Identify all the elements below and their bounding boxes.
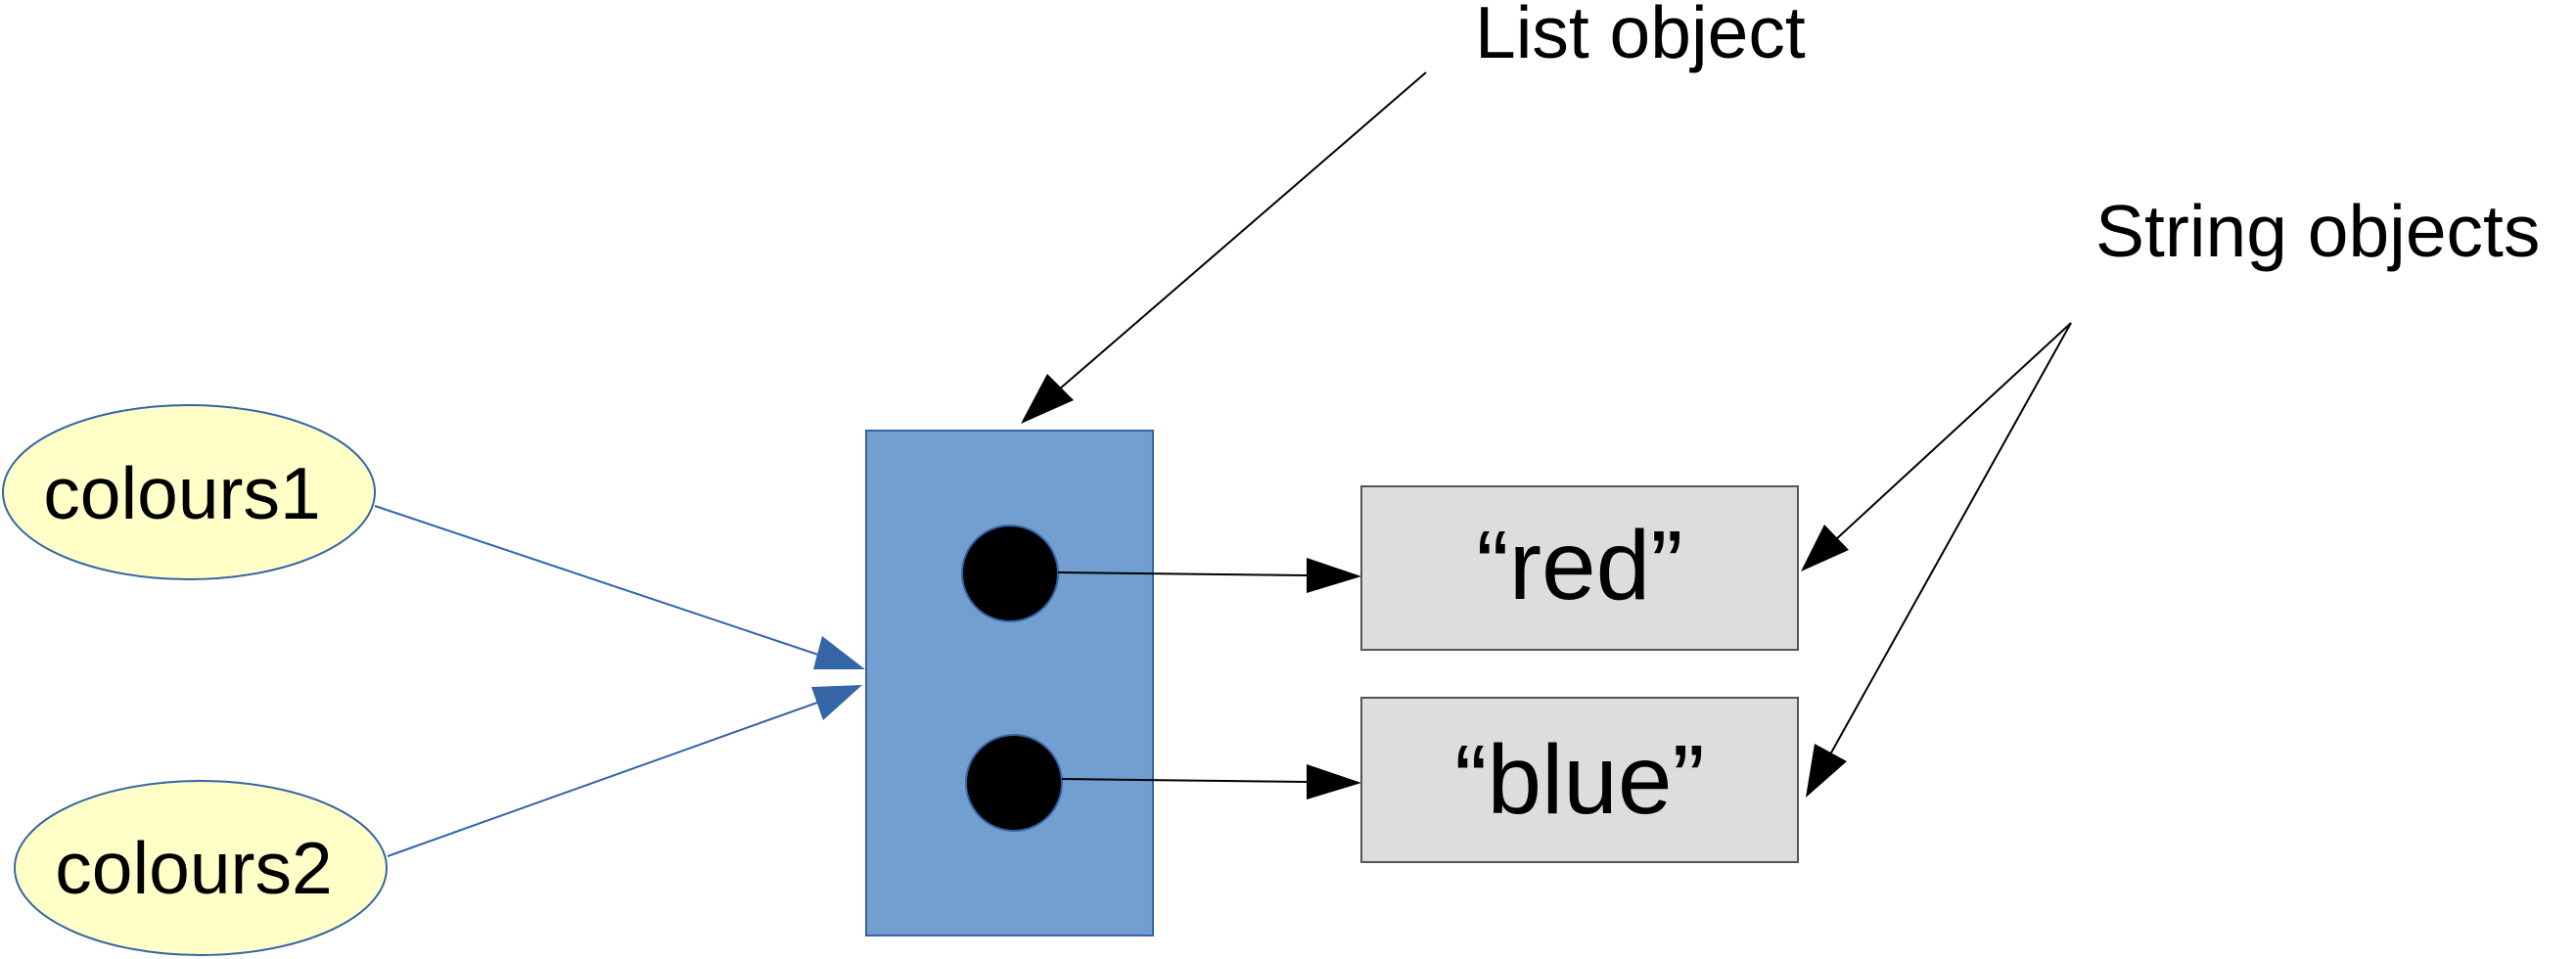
arrowhead-icon	[1307, 764, 1361, 799]
string-object-blue-box	[1360, 697, 1799, 863]
string-objects-label: String objects	[2095, 190, 2540, 272]
arrowhead-icon	[1021, 374, 1074, 424]
list-object-label: List object	[1475, 0, 1806, 73]
string-objects-annotation: String objects	[1801, 190, 2540, 798]
variable-colours1: colours1	[2, 404, 376, 580]
string-object-red-value: “red”	[1476, 511, 1682, 620]
list-slot-1-dot	[965, 734, 1063, 832]
reference-arrow-colours2	[387, 685, 862, 857]
pointer-arrow-slot-1	[1061, 764, 1361, 799]
string-object-red: “red”	[1360, 485, 1799, 651]
pointer-arrow-slot-0	[1057, 558, 1361, 593]
variable-colours2: colours2	[14, 780, 388, 956]
list-slot-0-dot	[961, 525, 1059, 622]
arrowhead-icon	[1806, 744, 1847, 798]
reference-arrow-colours1	[374, 505, 865, 669]
list-object-annotation: List object	[1021, 0, 1806, 424]
string-object-blue: “blue”	[1360, 697, 1799, 863]
string-object-red-box	[1360, 485, 1799, 651]
list-object-box	[865, 430, 1154, 936]
arrowhead-icon	[1801, 525, 1849, 571]
arrowhead-icon	[811, 685, 862, 720]
variable-colours2-label: colours2	[55, 827, 332, 909]
variable-colours1-ellipse	[2, 404, 376, 580]
arrowhead-icon	[1307, 558, 1361, 593]
arrowhead-icon	[813, 636, 865, 669]
string-object-blue-value: “blue”	[1454, 725, 1705, 835]
list-object	[865, 430, 1154, 936]
variable-colours1-label: colours1	[43, 452, 320, 534]
variable-colours2-ellipse	[14, 780, 388, 956]
